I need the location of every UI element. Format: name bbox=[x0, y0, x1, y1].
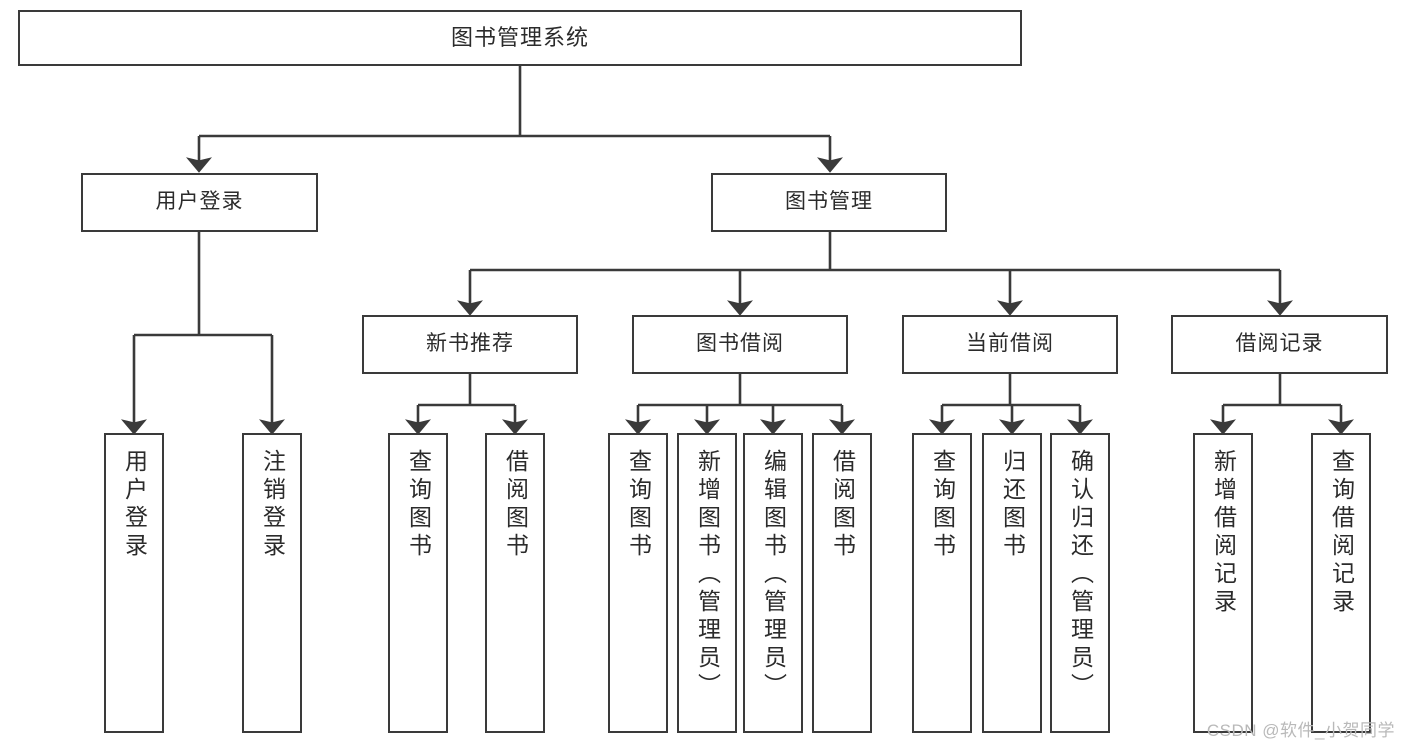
leaf-new-book-query[interactable]: 查询图书 bbox=[388, 433, 448, 733]
node-label: 注销登录 bbox=[259, 449, 286, 561]
node-root-system[interactable]: 图书管理系统 bbox=[18, 10, 1022, 66]
csdn-watermark: CSDN @软件_小贺同学 bbox=[1206, 721, 1395, 740]
node-label: 图书管理 bbox=[785, 190, 873, 214]
node-label: 借阅图书 bbox=[502, 449, 529, 561]
node-book-borrow[interactable]: 图书借阅 bbox=[632, 315, 848, 374]
node-current-borrow[interactable]: 当前借阅 bbox=[902, 315, 1118, 374]
node-label: 新书推荐 bbox=[426, 332, 514, 356]
node-label: 借阅记录 bbox=[1235, 332, 1324, 356]
leaf-user-login-logout[interactable]: 注销登录 bbox=[242, 433, 302, 733]
node-label: 查询借阅记录 bbox=[1328, 449, 1355, 617]
leaf-record-add[interactable]: 新增借阅记录 bbox=[1193, 433, 1253, 733]
node-label: 查询图书 bbox=[625, 449, 652, 561]
node-label: 归还图书 bbox=[999, 449, 1026, 561]
node-label: 当前借阅 bbox=[966, 332, 1054, 356]
leaf-current-query-book[interactable]: 查询图书 bbox=[912, 433, 972, 733]
node-label: 确认归还（管理员） bbox=[1067, 449, 1094, 701]
leaf-current-return-book[interactable]: 归还图书 bbox=[982, 433, 1042, 733]
node-user-login[interactable]: 用户登录 bbox=[81, 173, 318, 232]
node-label: 查询图书 bbox=[929, 449, 956, 561]
node-label: 用户登录 bbox=[155, 190, 244, 214]
node-label: 查询图书 bbox=[405, 449, 432, 561]
leaf-new-book-borrow[interactable]: 借阅图书 bbox=[485, 433, 545, 733]
node-new-book-recommend[interactable]: 新书推荐 bbox=[362, 315, 578, 374]
node-label: 新增借阅记录 bbox=[1210, 449, 1237, 617]
leaf-borrow-query-book[interactable]: 查询图书 bbox=[608, 433, 668, 733]
leaf-borrow-add-book[interactable]: 新增图书（管理员） bbox=[677, 433, 737, 733]
node-label: 图书借阅 bbox=[696, 332, 784, 356]
node-label: 用户登录 bbox=[121, 449, 148, 561]
leaf-current-confirm-return[interactable]: 确认归还（管理员） bbox=[1050, 433, 1110, 733]
node-label: 借阅图书 bbox=[829, 449, 856, 561]
leaf-borrow-borrow-book[interactable]: 借阅图书 bbox=[812, 433, 872, 733]
node-book-management[interactable]: 图书管理 bbox=[711, 173, 947, 232]
node-label: 编辑图书（管理员） bbox=[760, 449, 787, 701]
node-label: 图书管理系统 bbox=[450, 25, 589, 51]
node-label: 新增图书（管理员） bbox=[694, 449, 721, 701]
leaf-record-query[interactable]: 查询借阅记录 bbox=[1311, 433, 1371, 733]
leaf-user-login-login[interactable]: 用户登录 bbox=[104, 433, 164, 733]
node-borrow-record[interactable]: 借阅记录 bbox=[1171, 315, 1388, 374]
leaf-borrow-edit-book[interactable]: 编辑图书（管理员） bbox=[743, 433, 803, 733]
